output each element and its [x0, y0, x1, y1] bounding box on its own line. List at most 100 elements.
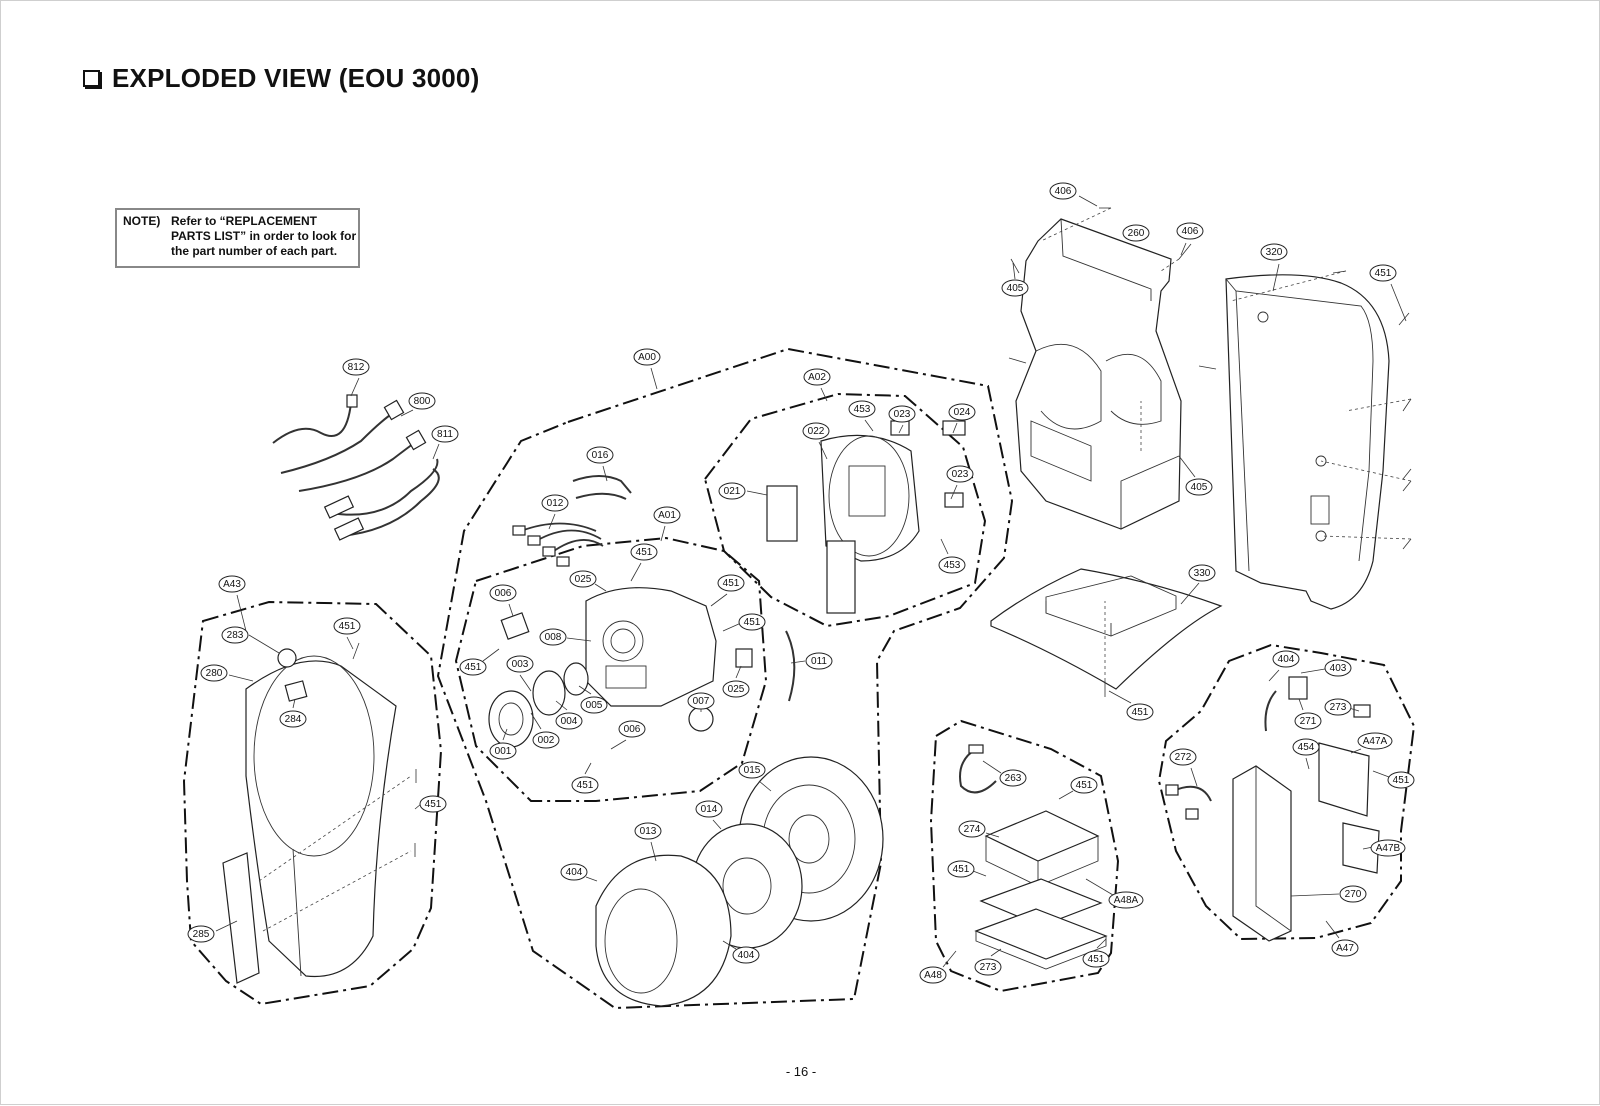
callout-025: 025 [722, 680, 750, 698]
top-cover-330 [990, 568, 1223, 690]
callout-text: 451 [1076, 780, 1093, 791]
callout-406: 406 [1049, 182, 1077, 200]
callout-005: 005 [580, 696, 608, 714]
callout-273: 273 [974, 958, 1002, 976]
callout-454: 454 [1292, 738, 1320, 756]
board-assembly-a47 [1165, 676, 1380, 942]
callout-text: 453 [944, 560, 961, 571]
callout-bubble [1126, 703, 1154, 721]
callout-bubble [738, 761, 766, 779]
callout-bubble [459, 658, 487, 676]
callout-811: 811 [431, 425, 459, 443]
board-assembly-a48 [959, 744, 1108, 970]
callout-a48a: A48A [1108, 891, 1144, 909]
callout-403: 403 [1324, 659, 1352, 677]
callout-text: A01 [658, 510, 676, 521]
callout-text: 320 [1266, 247, 1283, 258]
checkbox-bullet-icon [83, 70, 100, 87]
callout-text: 274 [964, 824, 981, 835]
note-label: NOTE) [123, 214, 161, 228]
bracket-assembly-a02 [766, 420, 966, 614]
callout-bubble [687, 692, 715, 710]
callout-text: 451 [339, 621, 356, 632]
callout-text: 406 [1182, 226, 1199, 237]
callout-bubble [1176, 222, 1204, 240]
leader-lines [215, 195, 1407, 968]
callout-text: 015 [744, 765, 761, 776]
callout-bubble [1185, 478, 1213, 496]
callout-text: 271 [1300, 716, 1317, 727]
callout-text: 451 [1088, 954, 1105, 965]
callout-bubble [1369, 264, 1397, 282]
callout-bubble [1331, 939, 1359, 957]
callout-404: 404 [1272, 650, 1300, 668]
callout-text: 406 [1055, 186, 1072, 197]
callout-text: 272 [1175, 752, 1192, 763]
callout-006: 006 [489, 584, 517, 602]
callout-bubble [1122, 224, 1150, 242]
callout-text: 001 [495, 746, 512, 757]
callout-451: 451 [738, 613, 766, 631]
callout-330: 330 [1188, 564, 1216, 582]
callout-bubble [1070, 776, 1098, 794]
callout-285: 285 [187, 925, 215, 943]
callout-021: 021 [718, 482, 746, 500]
callout-bubble [732, 946, 760, 964]
callout-bubble [580, 696, 608, 714]
callout-451: 451 [1082, 950, 1110, 968]
callout-bubble [539, 628, 567, 646]
callout-bubble [946, 465, 974, 483]
callout-bubble [187, 925, 215, 943]
callout-bubble [1387, 771, 1415, 789]
callout-text: 011 [811, 656, 827, 667]
callout-bubble [569, 570, 597, 588]
callout-text: 006 [495, 588, 512, 599]
callout-bubble [1370, 839, 1406, 857]
callout-text: 404 [566, 867, 583, 878]
callout-451: 451 [333, 617, 361, 635]
callout-text: 451 [1393, 775, 1410, 786]
callout-a02: A02 [803, 368, 831, 386]
callout-bubble [974, 958, 1002, 976]
callout-bubble [541, 494, 569, 512]
callout-013: 013 [634, 822, 662, 840]
callout-014: 014 [695, 800, 723, 818]
callout-bubble [408, 392, 436, 410]
callout-bubble [571, 776, 599, 794]
callout-bubble [634, 822, 662, 840]
callout-bubble [431, 425, 459, 443]
callout-bubble [1260, 243, 1288, 261]
callout-bubble [633, 348, 661, 366]
callout-text: 330 [1194, 568, 1211, 579]
callout-406: 406 [1176, 222, 1204, 240]
callout-a00: A00 [633, 348, 661, 366]
callout-bubble [1049, 182, 1077, 200]
callout-bubble [653, 506, 681, 524]
callout-text: 025 [728, 684, 745, 695]
callout-451: 451 [459, 658, 487, 676]
callout-text: 002 [538, 735, 555, 746]
callout-bubble [717, 574, 745, 592]
callout-022: 022 [802, 422, 830, 440]
page-title-text: EXPLODED VIEW (EOU 3000) [112, 63, 480, 93]
callout-451: 451 [1070, 776, 1098, 794]
callout-text: 405 [1191, 482, 1208, 493]
callout-016: 016 [586, 446, 614, 464]
screws [352, 207, 1412, 857]
callout-453: 453 [848, 400, 876, 418]
callout-text: 004 [561, 716, 578, 727]
callout-text: A47B [1376, 843, 1401, 854]
callout-text: 811 [437, 429, 453, 440]
callout-text: 405 [1007, 283, 1024, 294]
callout-text: 451 [953, 864, 970, 875]
callout-272: 272 [1169, 748, 1197, 766]
guide-lines [1040, 207, 1412, 681]
callout-bubble [1082, 950, 1110, 968]
callout-280: 280 [200, 664, 228, 682]
callout-007: 007 [687, 692, 715, 710]
callout-text: 283 [227, 630, 244, 641]
callout-text: 270 [1345, 889, 1362, 900]
callout-bubble [1324, 659, 1352, 677]
callout-a48: A48 [919, 966, 947, 984]
